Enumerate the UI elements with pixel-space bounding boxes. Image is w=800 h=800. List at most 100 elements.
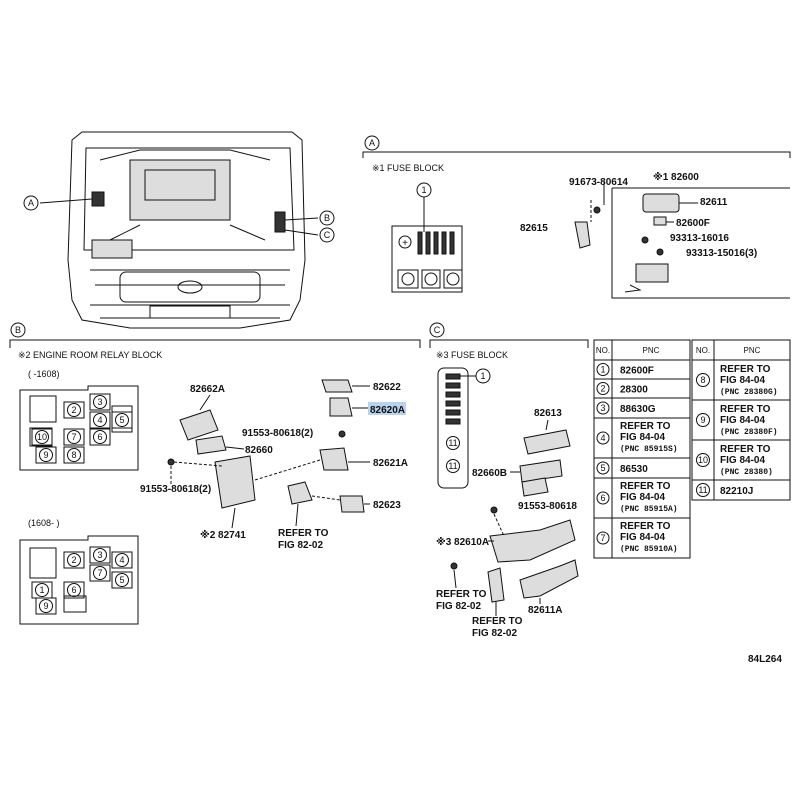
svg-text:C: C — [434, 325, 441, 335]
relay-slot-b-5: 5 — [115, 573, 129, 587]
svg-text:9: 9 — [700, 415, 705, 425]
svg-text:11: 11 — [698, 485, 707, 495]
table-row-pnc-8: FIG 84-04 — [720, 375, 765, 386]
svg-text:B: B — [15, 325, 21, 335]
svg-text:FIG 82-02: FIG 82-02 — [436, 601, 481, 612]
table-row-pnc-4: (PNC 85915S) — [620, 445, 678, 454]
svg-text:REFER TO: REFER TO — [436, 589, 487, 600]
callout-b-vehicle: B — [319, 210, 335, 226]
svg-text:A: A — [369, 138, 375, 148]
fuse-block-1-title: ※1 FUSE BLOCK — [372, 163, 444, 173]
relay-slot-b-6: 6 — [67, 583, 81, 597]
svg-text:82660B: 82660B — [472, 468, 507, 479]
table-row-no-2: 2 — [596, 382, 610, 395]
table-row-pnc-7: (PNC 85910A) — [620, 545, 678, 554]
svg-text:C: C — [324, 230, 331, 240]
table-row-no-6: 6 — [596, 491, 610, 505]
callout-c-vehicle: C — [319, 227, 335, 243]
svg-text:FIG 82-02: FIG 82-02 — [472, 628, 517, 639]
relay-slot-a-9: 9 — [39, 448, 53, 462]
svg-text:2: 2 — [71, 405, 76, 415]
svg-text:91673-80614: 91673-80614 — [569, 177, 628, 188]
svg-text:11: 11 — [448, 438, 457, 448]
section-b: B ※2 ENGINE ROOM RELAY BLOCK ( -1608) (1… — [9, 322, 421, 625]
svg-text:※2 82741: ※2 82741 — [200, 529, 246, 541]
relay-slot-b-9: 9 — [39, 599, 53, 613]
relay-slot-a-8: 8 — [67, 448, 81, 462]
svg-text:4: 4 — [97, 415, 102, 425]
table-row-pnc-9: FIG 84-04 — [720, 415, 765, 426]
svg-text:2: 2 — [71, 555, 76, 565]
table-row-pnc-9: REFER TO — [720, 404, 771, 415]
section-a: A ※1 FUSE BLOCK 1 + 91673-80614 ※1 82600… — [362, 135, 791, 299]
table-row-pnc-11: 82210J — [720, 486, 753, 497]
figure-code: 84L264 — [748, 654, 782, 665]
relay-slot-a-4: 4 — [93, 413, 107, 427]
table-row-no-11: 11 — [696, 483, 710, 497]
fuse-slot-11b: 11 — [446, 459, 460, 473]
table-row-pnc-5: 86530 — [620, 464, 648, 475]
svg-text:5: 5 — [119, 415, 124, 425]
relay-block-title: ※2 ENGINE ROOM RELAY BLOCK — [18, 350, 162, 360]
table-row-pnc-9: (PNC 28380F) — [720, 428, 778, 437]
table-row-pnc-6: FIG 84-04 — [620, 492, 665, 503]
vehicle-engine-bay-illustration — [39, 131, 319, 329]
svg-text:4: 4 — [119, 555, 124, 565]
part-82620a-label: 82620A — [370, 405, 405, 416]
relay-slot-b-1: 1 — [35, 583, 49, 597]
range-label-1: ( -1608) — [28, 369, 60, 379]
svg-text:82622: 82622 — [373, 382, 401, 393]
svg-text:93313-16016: 93313-16016 — [670, 233, 729, 244]
fuse-block-1-drawing — [391, 225, 463, 293]
svg-text:3: 3 — [600, 403, 605, 413]
relay-slot-a-10: 10 — [35, 430, 49, 444]
table-row-no-3: 3 — [596, 401, 610, 415]
svg-text:1: 1 — [480, 371, 485, 381]
part-82620a-highlight — [368, 402, 406, 415]
svg-text:10: 10 — [698, 455, 708, 465]
svg-text:91553-80618: 91553-80618 — [518, 501, 577, 512]
svg-text:93313-15016(3): 93313-15016(3) — [686, 248, 757, 259]
svg-text:6: 6 — [97, 432, 102, 442]
table-row-pnc-1: 82600F — [620, 366, 654, 377]
svg-text:1: 1 — [39, 585, 44, 595]
svg-text:5: 5 — [600, 463, 605, 473]
section-c: C ※3 FUSE BLOCK 1 82613 82660B 91553-806… — [429, 322, 589, 639]
table-row-pnc-7: FIG 84-04 — [620, 532, 665, 543]
svg-text:82600F: 82600F — [676, 218, 710, 229]
svg-text:91553-80618(2): 91553-80618(2) — [140, 484, 211, 495]
svg-text:REFER TO: REFER TO — [472, 616, 523, 627]
svg-text:3: 3 — [97, 550, 102, 560]
table-row-pnc-3: 88630G — [620, 404, 656, 415]
svg-text:82662A: 82662A — [190, 384, 225, 395]
svg-text:2: 2 — [600, 384, 605, 394]
relay-slot-a-7: 7 — [67, 430, 81, 444]
svg-text:82611: 82611 — [700, 197, 728, 208]
svg-text:6: 6 — [71, 585, 76, 595]
relay-slot-a-3: 3 — [93, 395, 107, 409]
svg-text:82660: 82660 — [245, 445, 273, 456]
table-row-pnc-2: 28300 — [620, 385, 648, 396]
table-header-pnc-left: PNC — [643, 346, 660, 355]
svg-text:FIG 82-02: FIG 82-02 — [278, 540, 323, 551]
svg-text:9: 9 — [43, 450, 48, 460]
table-row-no-9: 9 — [696, 413, 710, 427]
callout-a-vehicle: A — [23, 195, 39, 211]
svg-text:8: 8 — [71, 450, 76, 460]
range-label-2: (1608- ) — [28, 518, 60, 528]
relay-slot-b-4: 4 — [115, 553, 129, 567]
table-row-pnc-4: FIG 84-04 — [620, 432, 665, 443]
svg-text:1: 1 — [421, 185, 426, 195]
svg-text:8: 8 — [700, 375, 705, 385]
table-row-pnc-6: (PNC 85915A) — [620, 505, 678, 514]
svg-text:7: 7 — [71, 432, 76, 442]
svg-text:A: A — [28, 198, 34, 208]
svg-text:11: 11 — [448, 461, 457, 471]
svg-text:82613: 82613 — [534, 408, 562, 419]
table-row-pnc-4: REFER TO — [620, 421, 671, 432]
table-row-no-8: 8 — [696, 373, 710, 387]
table-row-pnc-6: REFER TO — [620, 481, 671, 492]
table-row-no-1: 1 — [596, 363, 610, 376]
svg-text:7: 7 — [600, 533, 605, 543]
